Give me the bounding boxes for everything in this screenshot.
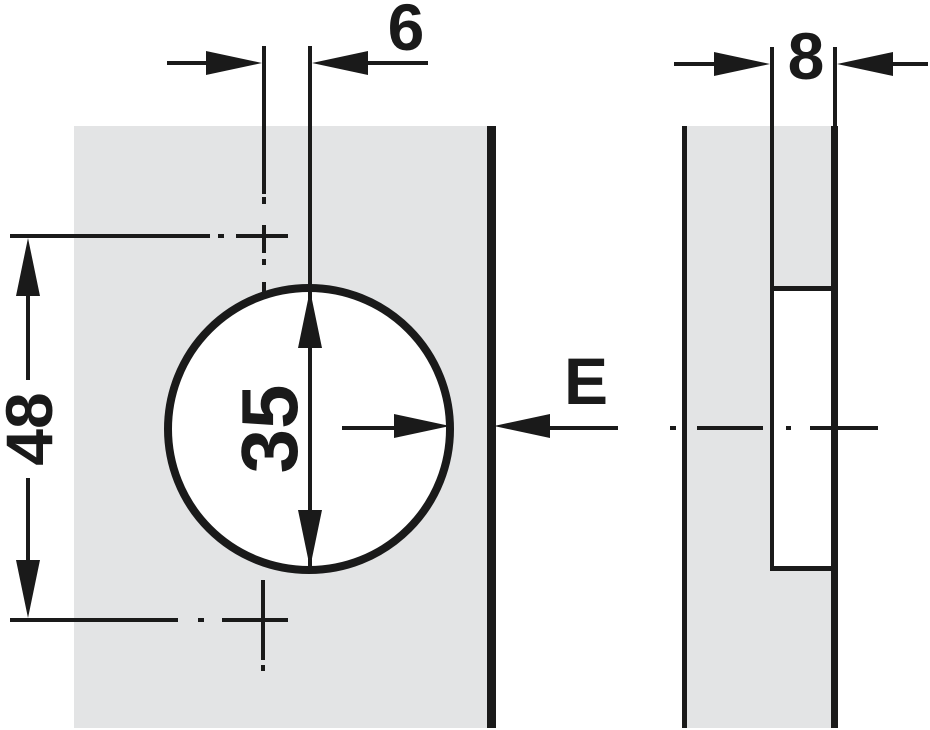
cup-recess-top-line [770,286,838,291]
dim-8-label: 8 [787,19,825,93]
centerline-horizontal-dot1 [670,426,676,430]
dim-35-arrow-up [298,290,322,348]
dim-6-label: 6 [387,0,425,64]
side-panel-left-edge [682,126,687,728]
dim-48-line-upper [26,254,30,380]
dim-8-ext-right [833,47,837,126]
centerline-horizontal-dash2 [810,426,878,430]
dim-e-arrow-inner [394,414,450,438]
centerline-vertical-dot3 [261,665,265,671]
centerline-horizontal-dash1 [697,426,763,430]
dim-35-label: 35 [225,384,314,474]
dim-8-tail-left [674,62,720,66]
dim-8-arrow-right [837,52,893,76]
dim-48-arrow-down [16,560,40,618]
dim-8-arrow-left [714,52,770,76]
cup-recess-bottom-line [770,566,838,571]
ext-line-top-dot [218,234,224,238]
dim-6-tail-right [366,61,428,65]
cross-top-vertical [262,225,266,253]
dim-35-arrow-down [298,510,322,568]
dim-6-tail-left [167,61,212,65]
cross-top-horizontal [236,234,288,238]
ext-line-top-long [10,234,210,238]
dim-8-tail-right [889,62,928,66]
dim-e-tail-outer [548,426,618,430]
dim-6-arrow-left [206,51,262,75]
dim-e-label: E [563,344,609,418]
centerline-vertical-dot2 [262,259,266,265]
cup-recess-bottom-wall [770,47,774,568]
dim-e-tail-inner [342,426,398,430]
door-edge-line [487,126,496,728]
cross-bottom-horizontal [222,618,288,622]
dim-48-label: 48 [0,392,66,466]
ext-line-bottom-long [10,618,178,622]
centerline-vertical-segment [262,46,266,194]
ext-line-bottom-dot [198,618,204,622]
dim-e-arrow-outer [494,414,550,438]
dim-6-arrow-right [312,51,368,75]
centerline-vertical-dot [262,197,266,204]
centerline-horizontal-dot2 [786,426,791,430]
dim-48-arrow-up [16,238,40,296]
dim-48-line-lower [26,478,30,604]
centerline-vertical-dash [262,282,266,296]
